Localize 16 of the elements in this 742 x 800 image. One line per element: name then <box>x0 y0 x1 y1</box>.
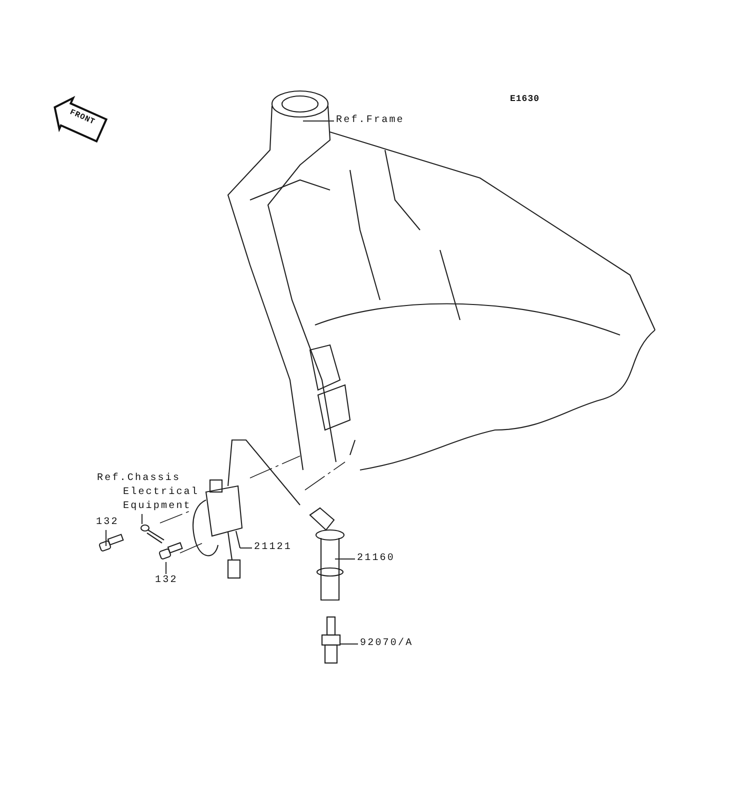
bolt-drawing <box>98 534 124 552</box>
part-label: 132 <box>96 516 119 530</box>
drawing-number: E1630 <box>510 93 540 106</box>
ground-terminal-drawing <box>140 524 165 544</box>
part-label: Ref.Frame <box>336 114 404 128</box>
part-label: 92070/A <box>360 637 414 651</box>
part-label: 21160 <box>357 552 396 566</box>
spark-plug-drawing <box>321 616 341 664</box>
part-label: Ref.Chassis Electrical Equipment <box>97 472 215 514</box>
leader-line <box>334 558 356 560</box>
part-label: 21121 <box>254 541 292 555</box>
plug-cap-drawing <box>309 507 345 601</box>
part-label: 132 <box>155 574 178 588</box>
bolt-drawing <box>158 542 183 560</box>
leader-line <box>302 120 334 122</box>
frame-drawing <box>227 90 656 471</box>
